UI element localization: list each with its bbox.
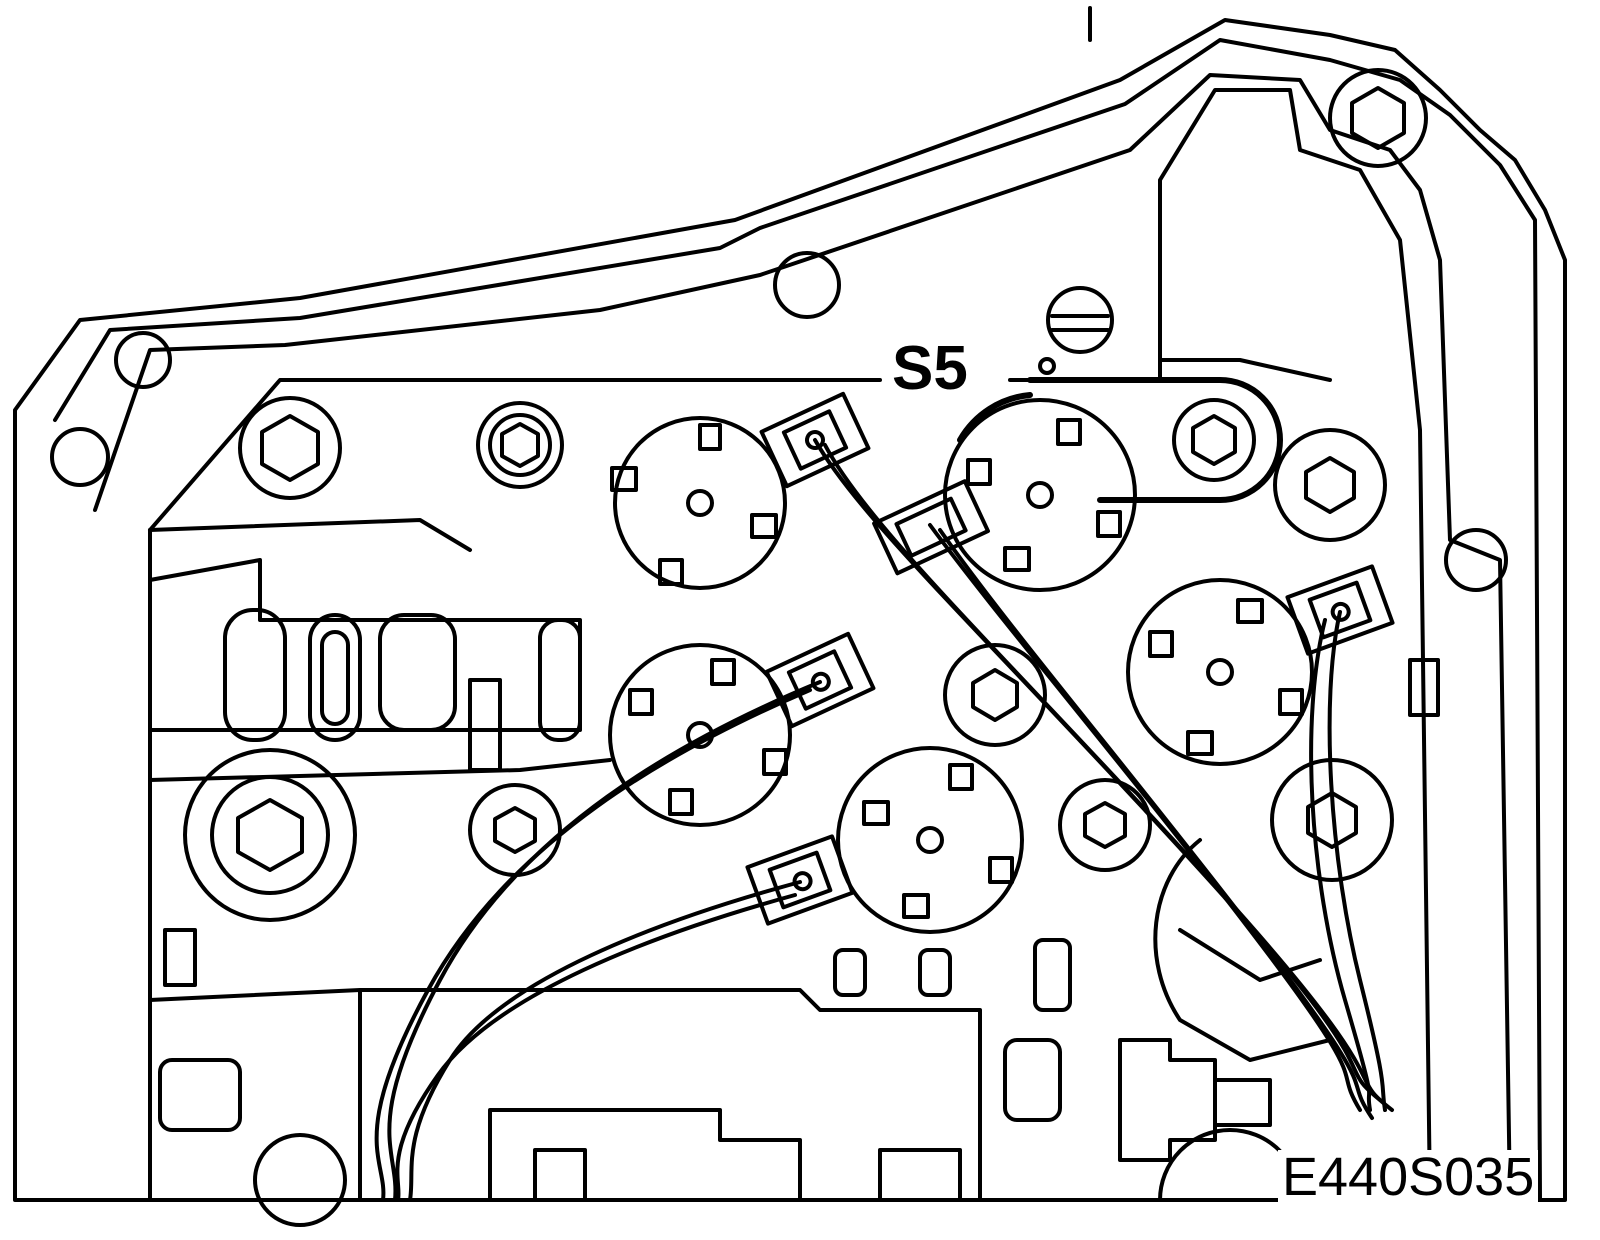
wire <box>930 525 1360 1110</box>
connector-plug <box>767 634 874 726</box>
hex-bolt-head <box>1308 793 1356 847</box>
wire <box>940 530 1372 1118</box>
retainer-tab <box>470 680 500 770</box>
bolt-boss-inner <box>212 777 328 893</box>
hex-bolt-head <box>1306 458 1354 512</box>
lower-tab <box>1035 940 1070 1010</box>
lower-step <box>490 1110 800 1200</box>
solenoid-valve <box>838 748 1022 932</box>
connector-plug <box>1287 566 1392 653</box>
valve-fitting <box>1120 1040 1270 1160</box>
lower-block <box>160 1060 240 1130</box>
s5-bracket-outline <box>960 380 1280 500</box>
bolt-boss-inner <box>490 415 550 475</box>
wire <box>377 690 810 1200</box>
small-hole <box>1040 359 1054 373</box>
hex-bolt-head <box>973 670 1017 720</box>
plate-edge <box>150 520 610 780</box>
bolt-boss <box>470 785 560 875</box>
lower-tab <box>835 950 865 995</box>
spool-land <box>225 610 285 740</box>
lower-block <box>1005 1040 1060 1120</box>
bolt-boss <box>255 1135 345 1225</box>
component-label-s5: S5 <box>886 338 974 400</box>
solenoid-valve <box>610 645 790 825</box>
bolt-boss <box>185 750 355 920</box>
lower-tab <box>920 950 950 995</box>
housing-outer-outline <box>15 20 1565 1200</box>
spool-slot <box>310 615 360 740</box>
spool-land <box>380 615 455 730</box>
housing-flange <box>95 75 1510 1200</box>
valve-body-plate <box>150 90 1430 1200</box>
solenoid-valve-s5 <box>945 400 1135 590</box>
retainer-tab <box>540 620 580 740</box>
adjuster-screw <box>1048 288 1112 352</box>
hex-bolt-head <box>1193 416 1235 464</box>
bolt-boss <box>1060 780 1150 870</box>
solenoid-valve <box>612 418 785 588</box>
lower-plate <box>150 990 980 1200</box>
lower-slot <box>535 1150 585 1200</box>
spool-valve <box>150 560 580 730</box>
bolt-boss <box>1275 430 1385 540</box>
plate-step <box>1160 360 1330 380</box>
small-tab <box>165 930 195 985</box>
hex-bolt-head <box>262 416 318 480</box>
hex-bolt-head <box>495 808 535 852</box>
wire <box>1330 612 1385 1110</box>
wire <box>389 682 820 1200</box>
wire <box>410 882 800 1200</box>
connector-plug <box>874 481 988 573</box>
housing-inner-gasket <box>55 40 1540 1200</box>
solenoid-valve <box>1128 580 1312 764</box>
bolt-boss <box>478 403 562 487</box>
housing-hole <box>775 253 839 317</box>
hex-bolt-head <box>1352 88 1404 148</box>
bolt-boss <box>240 398 340 498</box>
bolt-boss <box>945 645 1045 745</box>
housing-hole <box>1446 530 1506 590</box>
figure-code: E440S035 <box>1278 1150 1539 1204</box>
housing-hole <box>116 333 170 387</box>
curved-plate <box>1155 840 1330 1060</box>
spool-slot-inner <box>322 632 348 724</box>
bolt-boss <box>1272 760 1392 880</box>
hex-bolt-head <box>502 424 538 466</box>
lower-slot <box>880 1150 960 1200</box>
s5-bracket-bolt <box>1174 400 1254 480</box>
wire <box>1311 620 1370 1110</box>
hex-bolt-head <box>1085 803 1125 847</box>
hex-bolt-head <box>238 800 302 870</box>
bolt-boss <box>1330 70 1426 166</box>
housing-hole <box>52 429 108 485</box>
wire <box>397 895 795 1200</box>
small-tab <box>1410 660 1438 715</box>
